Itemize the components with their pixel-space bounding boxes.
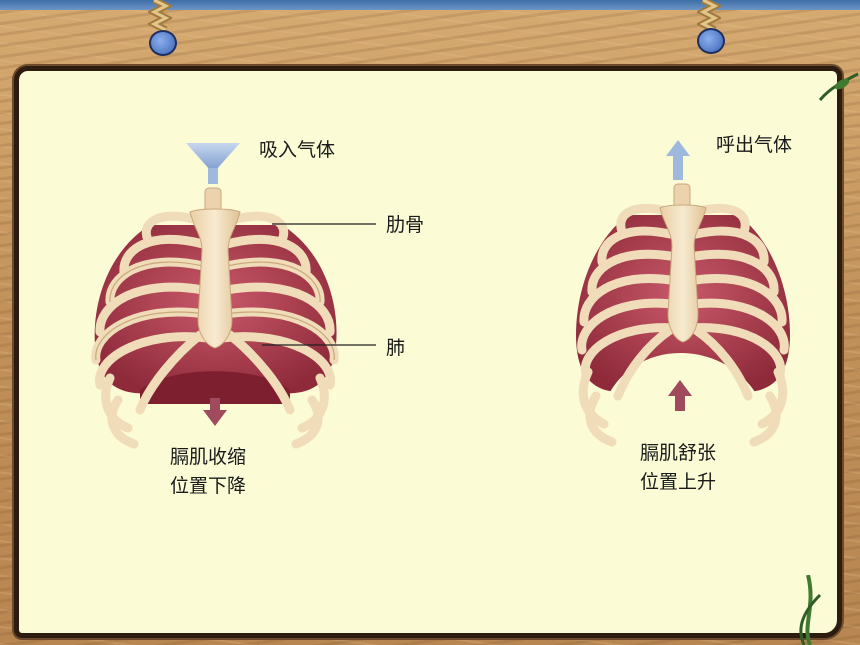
hanging-rope-right xyxy=(697,0,721,30)
lung-label: 肺 xyxy=(386,337,406,359)
blue-peg-left xyxy=(149,30,177,56)
inhale-label: 吸入气体 xyxy=(259,139,336,161)
vine-bottom-right xyxy=(799,575,822,645)
hanging-rope-left xyxy=(148,0,172,30)
right-diaphragm-line1: 膈肌舒张 xyxy=(640,442,717,464)
rib-label: 肋骨 xyxy=(386,214,425,236)
left-diaphragm-line1: 膈肌收缩 xyxy=(170,446,247,468)
left-ribcage xyxy=(91,143,376,449)
right-diaphragm-line2: 位置上升 xyxy=(640,471,717,493)
vine-top-right xyxy=(818,72,859,101)
inhale-arrow xyxy=(186,143,240,184)
exhale-arrow xyxy=(666,140,690,180)
blue-peg-right xyxy=(697,28,725,54)
exhale-label: 呼出气体 xyxy=(716,134,793,156)
right-sternum xyxy=(659,204,707,343)
right-diaphragm xyxy=(610,353,755,392)
left-sternum xyxy=(189,208,241,349)
left-diaphragm-line2: 位置下降 xyxy=(170,475,247,497)
diaphragm-down-arrow xyxy=(203,398,227,426)
diaphragm-up-arrow xyxy=(668,380,692,411)
water-strip xyxy=(0,0,860,10)
left-diaphragm xyxy=(140,371,290,404)
right-ribcage xyxy=(576,140,790,447)
